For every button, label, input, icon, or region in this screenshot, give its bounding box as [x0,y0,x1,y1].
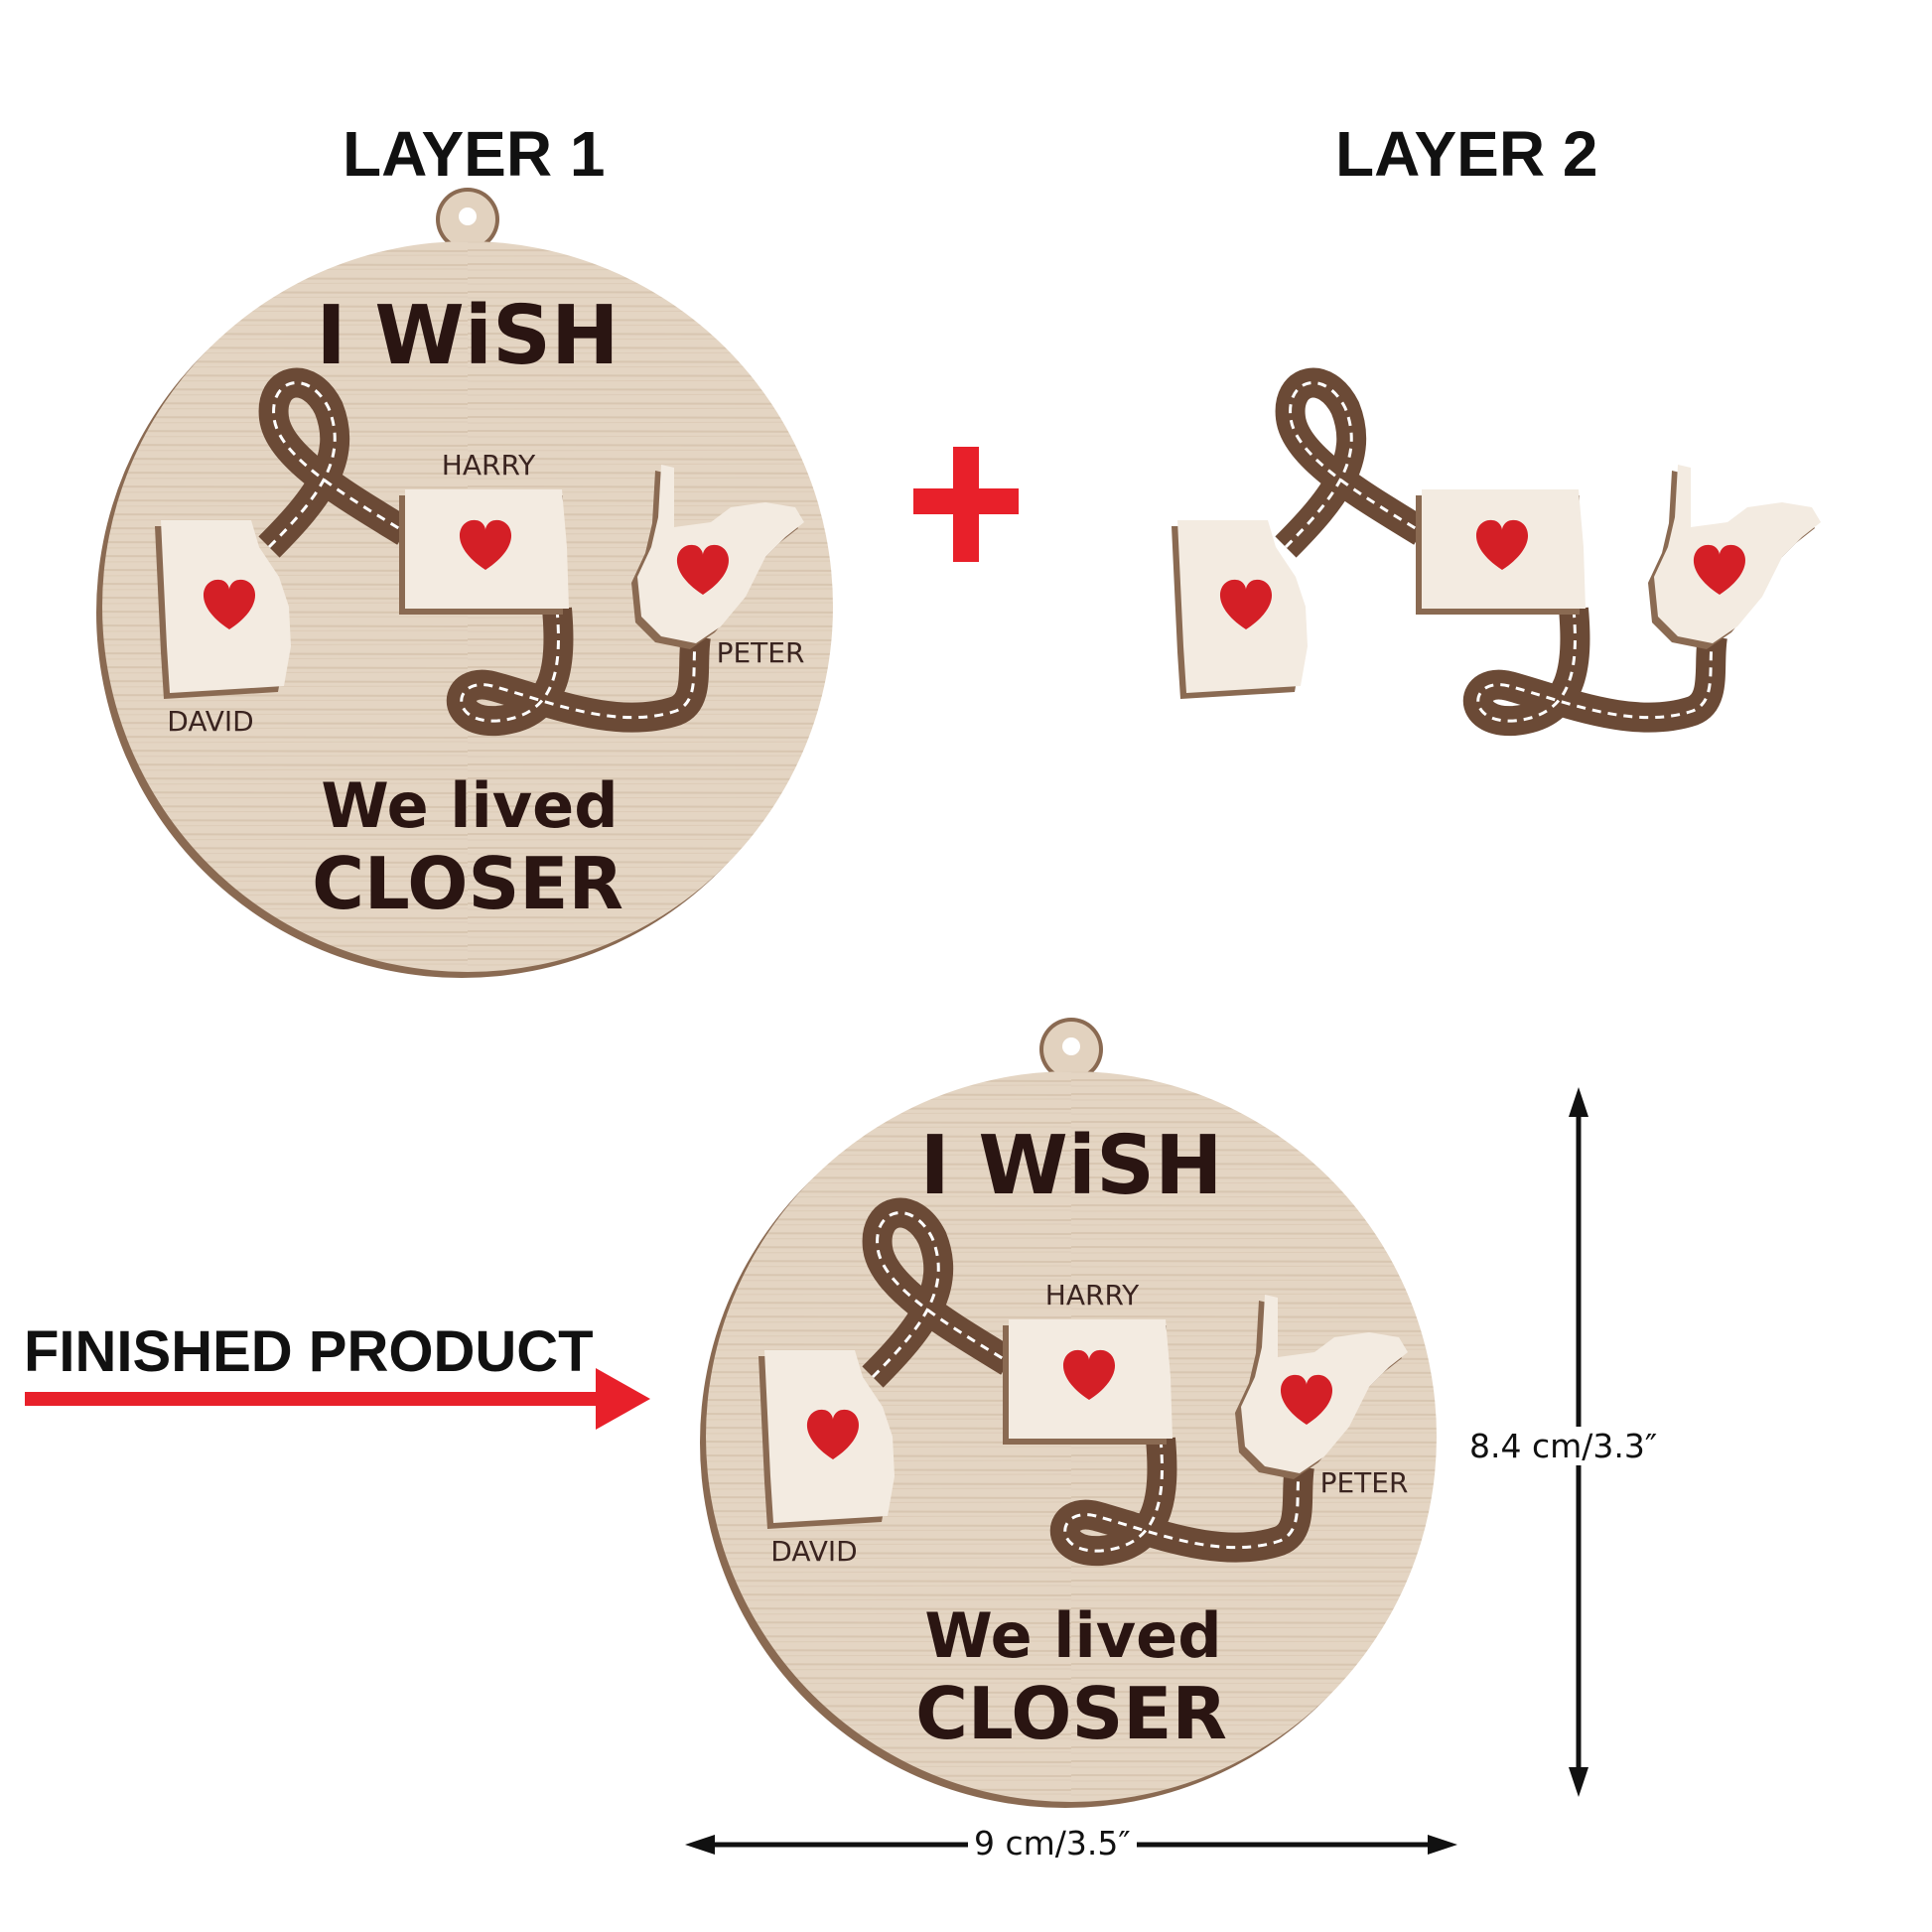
ornament-title: I WiSH [919,1119,1222,1213]
layer-2-pieces [1172,383,1821,722]
ornament-title: I WiSH [316,289,619,383]
height-dimension-label: 8.4 cm/3.3″ [1463,1427,1664,1465]
ornament-line2: CLOSER [312,842,623,925]
name-david: DAVID [770,1535,857,1568]
name-peter: PETER [717,636,805,669]
name-harry: HARRY [442,449,536,482]
ornament-line1: We lived [924,1599,1221,1672]
finished-ornament: I WiSH HARRY DAVID PETER We lived CLOSER [700,1018,1437,1808]
ornament-line2: CLOSER [915,1672,1227,1755]
layer-1-ornament: I WiSH HARRY DAVID PETER We lived CLOSER [96,188,833,978]
name-david: DAVID [167,705,253,738]
name-peter: PETER [1320,1466,1409,1499]
name-harry: HARRY [1045,1279,1140,1311]
red-arrow-icon [25,1368,650,1430]
ornament-line1: We lived [321,769,618,842]
layer-1-label: LAYER 1 [343,118,606,190]
layer-2-label: LAYER 2 [1335,118,1598,190]
finished-product-label: FINISHED PRODUCT [24,1319,594,1384]
plus-icon [913,447,1019,562]
width-dimension-label: 9 cm/3.5″ [968,1824,1137,1863]
